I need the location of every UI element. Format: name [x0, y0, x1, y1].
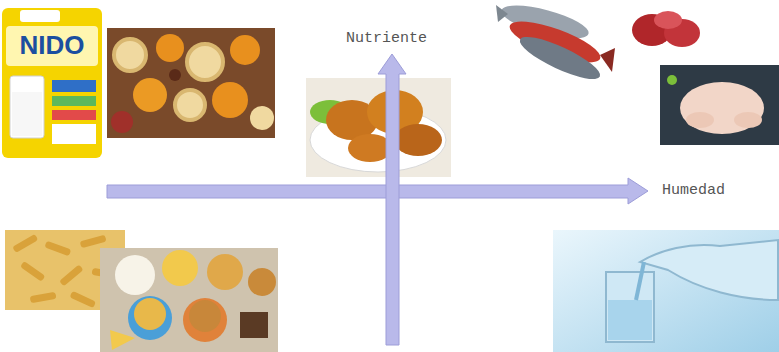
axis-arrow [107, 54, 648, 345]
water-glass [553, 230, 779, 352]
axis-label: Humedad [662, 182, 725, 200]
raw-chicken [660, 65, 779, 145]
fish [496, 0, 615, 87]
snacks [100, 248, 278, 352]
brand-text: NIDO [10, 30, 94, 61]
dried-fruits [107, 28, 275, 138]
axis-label: Nutriente [346, 30, 427, 48]
milk-package [2, 8, 102, 158]
chicken-dish [306, 78, 451, 177]
red-meat [632, 11, 700, 47]
